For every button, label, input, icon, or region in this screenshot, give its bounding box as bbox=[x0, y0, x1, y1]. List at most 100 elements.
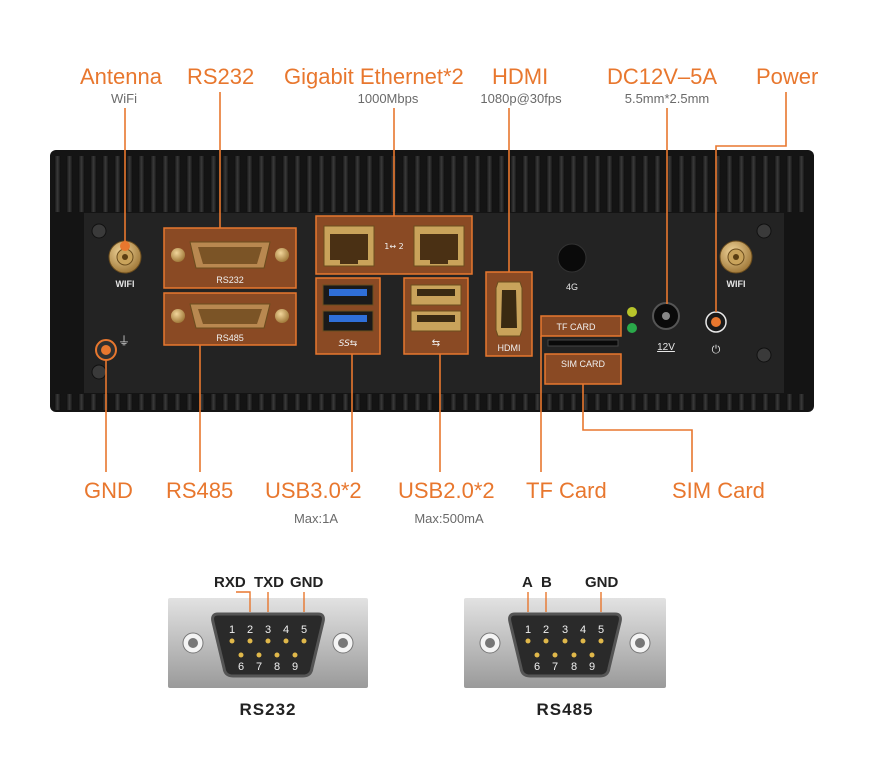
usb2-title: USB2.0*2 bbox=[398, 478, 495, 503]
ethernet-link-label: 1↔ 2 bbox=[384, 242, 403, 251]
rs232-pin-contact bbox=[265, 638, 271, 644]
rs485-pin-number: 8 bbox=[571, 661, 577, 673]
heatsink-fin bbox=[90, 394, 97, 410]
rs232-pin-number: 1 bbox=[229, 624, 235, 636]
heatsink-fin bbox=[198, 394, 205, 410]
screw-icon bbox=[91, 223, 107, 239]
heatsink-fin bbox=[162, 394, 169, 410]
tf-title: TF Card bbox=[526, 478, 607, 503]
heatsink-fin bbox=[378, 156, 385, 212]
heatsink-fin bbox=[246, 394, 253, 410]
lte-label: 4G bbox=[566, 282, 578, 292]
heatsink-fin bbox=[762, 394, 769, 410]
heatsink-fin bbox=[126, 156, 133, 212]
heatsink-fin bbox=[474, 394, 481, 410]
heatsink-fin bbox=[354, 156, 361, 212]
usb3-sub: Max:1A bbox=[293, 511, 339, 526]
heatsink-fin bbox=[306, 156, 313, 212]
heatsink-fin bbox=[558, 156, 565, 212]
heatsink-fin bbox=[306, 394, 313, 410]
heatsink-fin bbox=[402, 394, 409, 410]
rs232-pin-contact bbox=[229, 638, 235, 644]
heatsink-fin bbox=[330, 394, 337, 410]
rs232-pin-number: 7 bbox=[256, 661, 262, 673]
rs232-pin-contact bbox=[274, 652, 280, 658]
heatsink-fin bbox=[498, 156, 505, 212]
heatsink-fin bbox=[234, 394, 241, 410]
heatsink-fin bbox=[294, 394, 301, 410]
power-title: Power bbox=[756, 64, 819, 89]
heatsink-fin bbox=[66, 394, 73, 410]
heatsink-fin bbox=[414, 156, 421, 212]
rs485-pin-number: 5 bbox=[598, 624, 604, 636]
wifi-antenna-right-icon bbox=[719, 240, 753, 274]
heatsink-fin bbox=[138, 156, 145, 212]
rs232-signal-gnd: GND bbox=[290, 574, 324, 591]
heatsink-fin bbox=[642, 156, 649, 212]
heatsink-fin bbox=[618, 394, 625, 410]
heatsink-fin bbox=[378, 394, 385, 410]
dc-sub: 5.5mm*2.5mm bbox=[624, 91, 710, 106]
heatsink-fin bbox=[354, 394, 361, 410]
rs232-pinout-caption: RS232 bbox=[239, 700, 297, 719]
heatsink-fin bbox=[666, 156, 673, 212]
rs485-pin-contact bbox=[562, 638, 568, 644]
heatsink-fin bbox=[582, 394, 589, 410]
heatsink-fin bbox=[630, 156, 637, 212]
usb2-sub: Max:500mA bbox=[414, 511, 484, 526]
antenna-title: Antenna bbox=[80, 64, 162, 89]
heatsink-fin bbox=[366, 394, 373, 410]
heatsink-fin bbox=[258, 156, 265, 212]
heatsink-fin bbox=[582, 156, 589, 212]
heatsink-fin bbox=[702, 156, 709, 212]
heatsink-fin bbox=[174, 156, 181, 212]
rs485-signal-leaders bbox=[527, 592, 602, 612]
wifi-right-label: WIFI bbox=[727, 279, 746, 289]
heatsink-fin bbox=[534, 156, 541, 212]
heatsink-fin bbox=[738, 156, 745, 212]
heatsink-fin bbox=[618, 156, 625, 212]
heatsink-fin bbox=[270, 394, 277, 410]
rs485-signal-gnd: GND bbox=[585, 574, 619, 591]
rs485-pin-number: 6 bbox=[534, 661, 540, 673]
heatsink-fin bbox=[774, 156, 781, 212]
heatsink-fin bbox=[258, 394, 265, 410]
rs485-pin-contact bbox=[598, 638, 604, 644]
heatsink-fin bbox=[66, 156, 73, 212]
screw-icon bbox=[91, 364, 107, 380]
hdmi-sub: 1080p@30fps bbox=[480, 91, 562, 106]
heatsink-fin bbox=[630, 394, 637, 410]
heatsink-fin bbox=[294, 156, 301, 212]
heatsink-fin bbox=[702, 394, 709, 410]
rs232-title: RS232 bbox=[187, 64, 255, 89]
usb3-title: USB3.0*2 bbox=[265, 478, 362, 503]
heatsink-fin bbox=[738, 394, 745, 410]
rs485-pin-contact bbox=[543, 638, 549, 644]
heatsink-fin bbox=[498, 394, 505, 410]
status-led-yellow-icon bbox=[627, 307, 637, 317]
heatsink-fin bbox=[726, 394, 733, 410]
rs232-pin-contact bbox=[247, 638, 253, 644]
rs485-pin-number: 1 bbox=[525, 624, 531, 636]
rs232-port-icon bbox=[171, 241, 289, 269]
rs485-panel-label: RS485 bbox=[216, 333, 244, 343]
heatsink-fin bbox=[54, 394, 61, 410]
dc-jack-icon bbox=[652, 302, 680, 330]
rs485-pin-contact bbox=[571, 652, 577, 658]
heatsink-fin bbox=[330, 156, 337, 212]
ethernet-port-1-icon bbox=[323, 225, 375, 267]
sim-card-highlight bbox=[544, 353, 622, 385]
heatsink-fin bbox=[150, 156, 157, 212]
rs232-signal-leaders bbox=[236, 591, 305, 612]
heatsink-fin bbox=[534, 394, 541, 410]
tf-card-highlight bbox=[540, 315, 622, 337]
power-symbol: ⏻ bbox=[712, 343, 721, 356]
heatsink-fin bbox=[690, 156, 697, 212]
usb2-port-1-icon bbox=[410, 284, 462, 306]
usb2-logo: ⇆ bbox=[432, 338, 440, 349]
rs485-pin-number: 4 bbox=[580, 624, 586, 636]
heatsink-fin bbox=[786, 156, 793, 212]
